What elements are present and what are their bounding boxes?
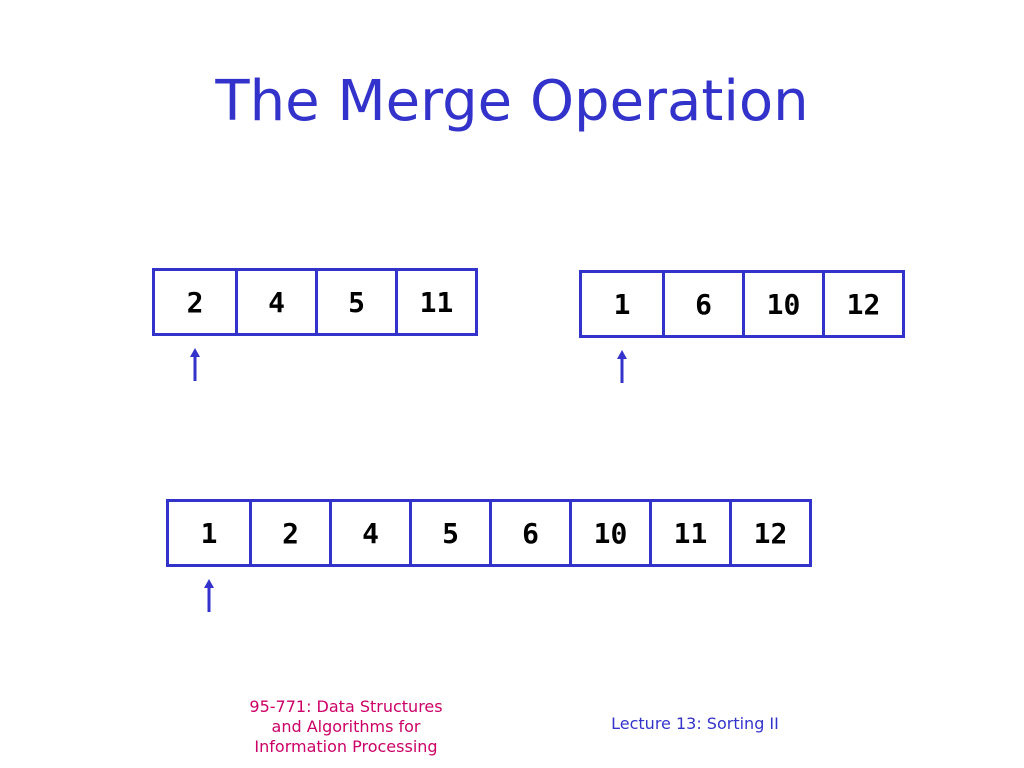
array-cell: 10 [569,502,649,564]
left-pointer-arrow-icon [190,348,200,381]
array-cell: 11 [649,502,729,564]
array-cell: 2 [249,502,329,564]
right-pointer-arrow-icon [617,350,627,383]
course-footer-line: Information Processing [254,737,438,756]
array-cell: 6 [489,502,569,564]
array-cell: 12 [822,273,902,335]
array-cell: 4 [329,502,409,564]
course-footer-line: 95-771: Data Structures [249,697,443,716]
right-sorted-array: 1 6 10 12 [579,270,905,338]
course-footer: 95-771: Data Structures and Algorithms f… [232,697,460,757]
array-cell: 5 [409,502,489,564]
merged-pointer-arrow-icon [204,579,214,612]
array-cell: 5 [315,271,395,333]
merged-array: 1 2 4 5 6 10 11 12 [166,499,812,567]
array-cell: 10 [742,273,822,335]
array-cell: 1 [200,516,218,550]
course-footer-line: and Algorithms for [271,717,421,736]
array-cell: 6 [662,273,742,335]
array-cell: 12 [729,502,809,564]
array-cell: 2 [186,285,204,319]
array-cell: 11 [395,271,475,333]
lecture-footer: Lecture 13: Sorting II [611,714,779,733]
slide-title: The Merge Operation [215,69,809,134]
array-cell: 4 [235,271,315,333]
array-cell: 1 [613,287,631,321]
left-sorted-array: 2 4 5 11 [152,268,478,336]
